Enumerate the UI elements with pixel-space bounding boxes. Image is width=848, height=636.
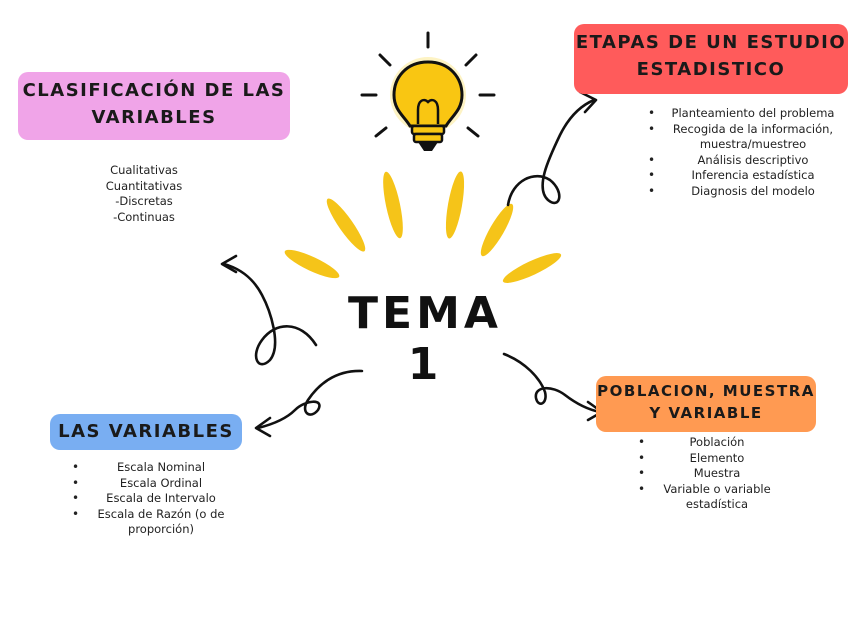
list-item: Escala Nominal <box>72 460 236 476</box>
clasificacion-title-box: CLASIFICACIÓN DE LAS VARIABLES <box>18 72 290 140</box>
list-item: Población <box>638 435 782 451</box>
list-item: Diagnosis del modelo <box>648 184 844 200</box>
list-item: Escala de Razón (o de proporción) <box>72 507 236 538</box>
curly-arrow-icon <box>220 90 604 438</box>
list-item: Cualitativas <box>110 163 178 177</box>
ray <box>480 203 514 257</box>
lightbulb-icon <box>360 31 496 151</box>
poblacion-list: Población Elemento Muestra Variable o va… <box>638 435 782 513</box>
ray <box>383 171 403 239</box>
list-item: Recogida de la información, muestra/mues… <box>648 122 844 153</box>
etapas-title-line2: ESTADISTICO <box>636 58 786 80</box>
ray <box>326 198 366 252</box>
etapas-title-box: ETAPAS DE UN ESTUDIO ESTADISTICO <box>574 24 848 94</box>
ray <box>502 253 562 283</box>
poblacion-title-line1: POBLACION, MUESTRA <box>597 382 815 400</box>
poblacion-title-line2: Y VARIABLE <box>649 403 763 422</box>
list-item: Elemento <box>638 451 782 467</box>
page-title: TEMA 1 <box>348 288 502 390</box>
las-variables-title: LAS VARIABLES <box>58 421 234 442</box>
etapas-title-line1: ETAPAS DE UN ESTUDIO <box>575 32 847 53</box>
las-variables-title-box: LAS VARIABLES <box>50 414 242 450</box>
sun-rays <box>284 171 562 283</box>
list-item: -Continuas <box>113 209 175 224</box>
list-item: Cuantitativas <box>105 178 183 193</box>
list-item: -Discretas <box>115 194 173 208</box>
list-item: Análisis descriptivo <box>648 153 844 169</box>
poblacion-title-box: POBLACION, MUESTRA Y VARIABLE <box>596 376 816 432</box>
list-item: Muestra <box>638 466 782 482</box>
ray <box>445 171 465 239</box>
las-variables-list: Escala Nominal Escala Ordinal Escala de … <box>72 460 236 538</box>
etapas-list: Planteamiento del problema Recogida de l… <box>648 106 844 200</box>
ray <box>284 249 340 279</box>
clasificacion-list: Cualitativas Cuantitativas -Discretas -C… <box>84 163 204 225</box>
list-item: Planteamiento del problema <box>648 106 844 122</box>
clasificacion-title-line1: CLASIFICACIÓN DE LAS <box>22 80 286 101</box>
list-item: Variable o variable estadística <box>638 482 782 513</box>
list-item: Escala de Intervalo <box>72 491 236 507</box>
clasificacion-title-line2: VARIABLES <box>91 106 217 128</box>
list-item: Inferencia estadística <box>648 168 844 184</box>
list-item: Escala Ordinal <box>72 476 236 492</box>
